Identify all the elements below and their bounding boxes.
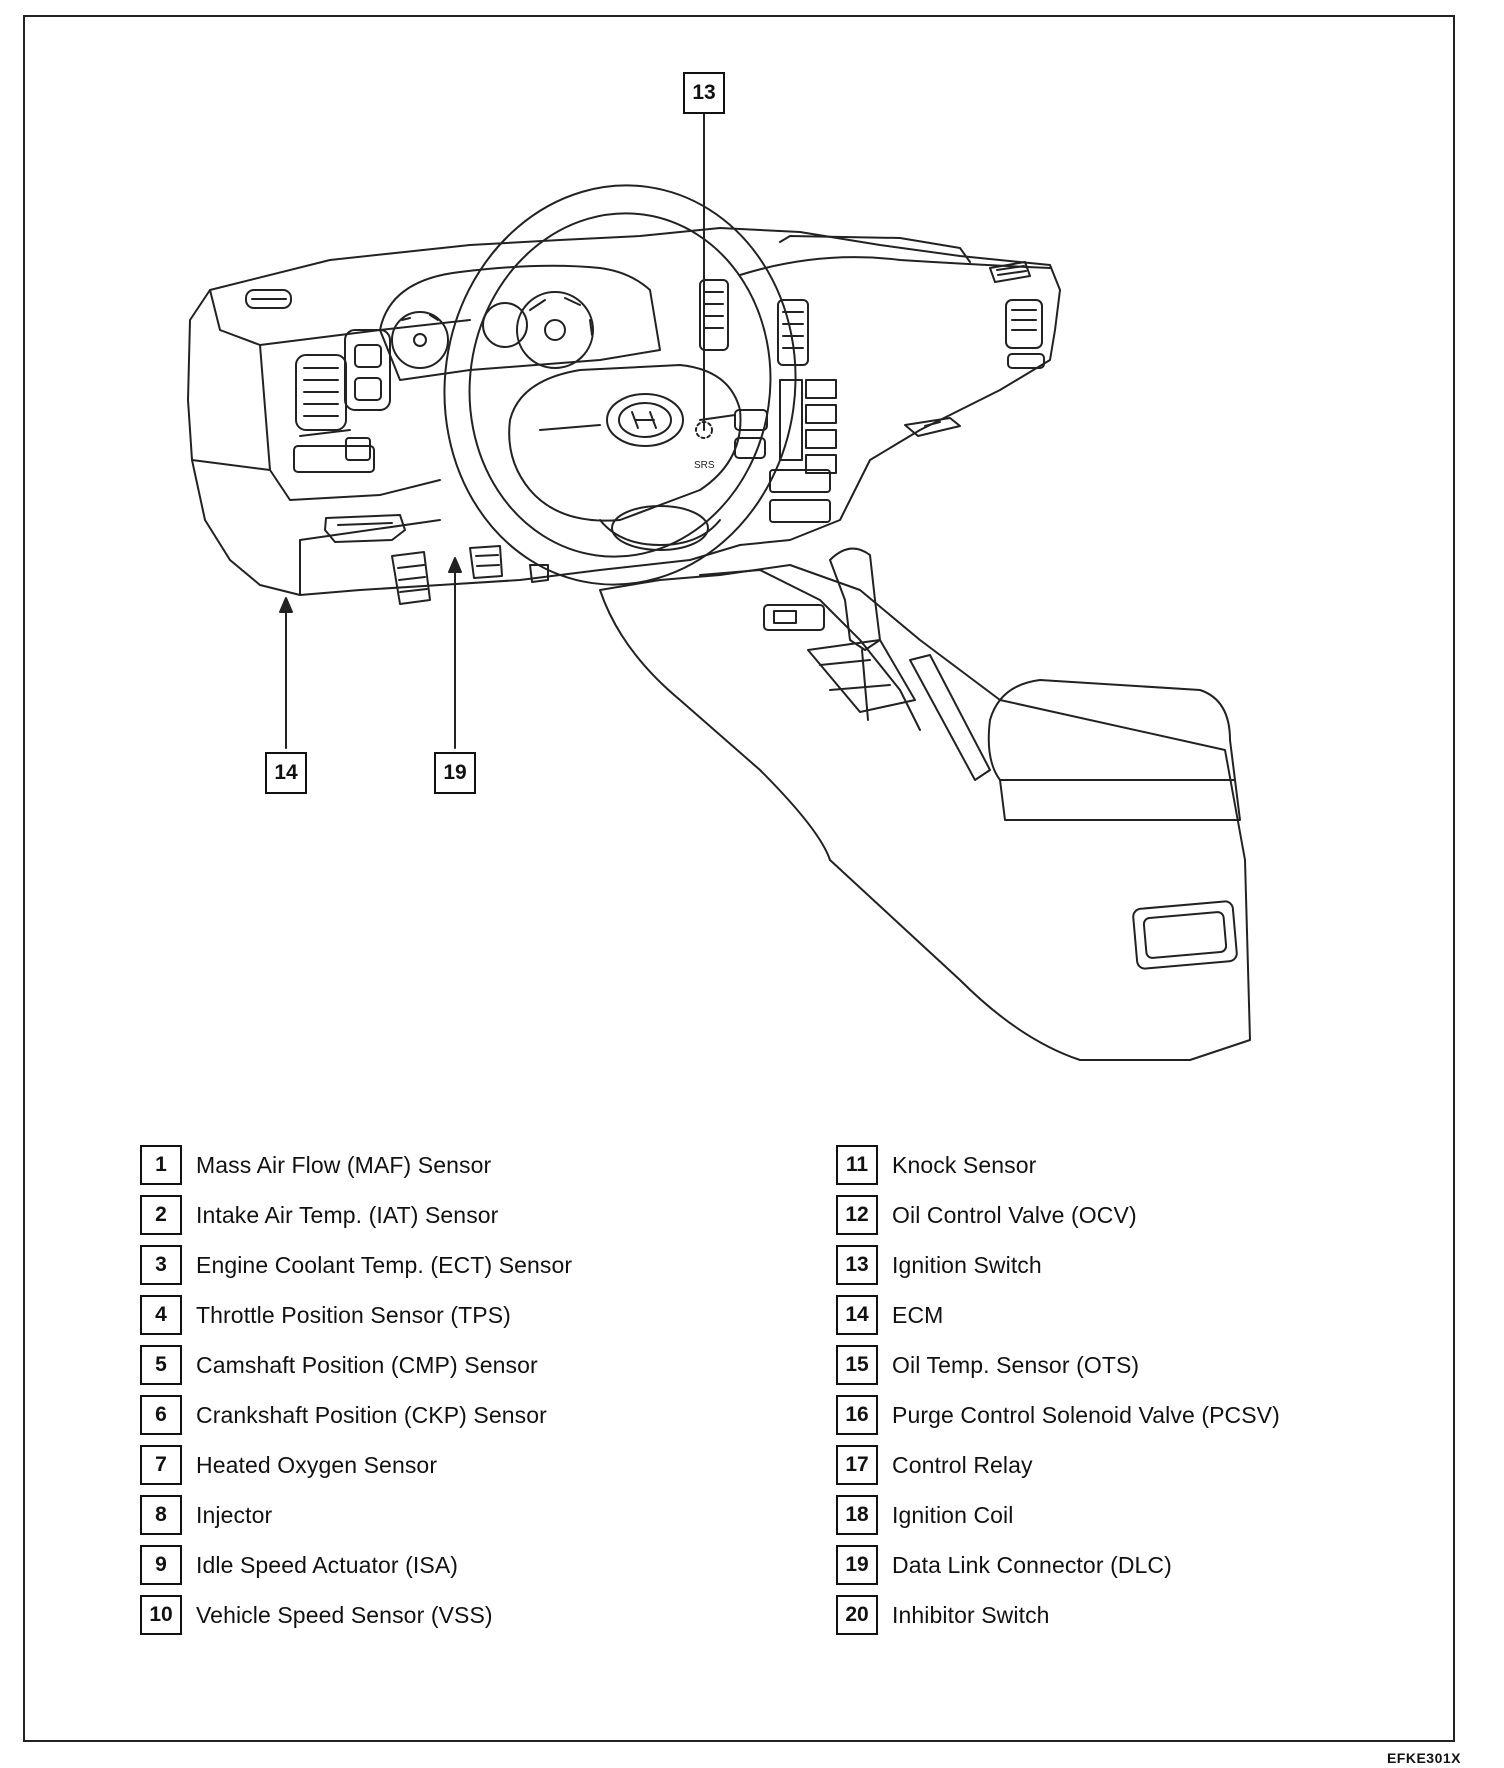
callout-19: 19 <box>434 752 476 794</box>
speedometer <box>516 291 594 369</box>
callout-13: 13 <box>683 72 725 114</box>
airbag-text: SRS <box>694 460 715 471</box>
dashboard-body <box>187 227 1061 596</box>
tachometer <box>391 311 449 369</box>
gear-shifter <box>829 547 881 651</box>
steering-wheel-hub <box>508 364 742 522</box>
steering-wheel-rim <box>443 184 797 586</box>
armrest <box>987 679 1236 781</box>
figure-code: EFKE301X <box>1386 1750 1461 1766</box>
handbrake <box>909 654 991 781</box>
pedal-accelerator <box>469 545 503 579</box>
center-console <box>599 564 1251 1061</box>
right-vent <box>1005 299 1043 349</box>
diagram-frame <box>23 15 1455 1742</box>
hyundai-logo <box>606 393 684 447</box>
console-pocket <box>1132 900 1238 970</box>
center-vent-left <box>699 279 729 351</box>
callout-14: 14 <box>265 752 307 794</box>
top-vent-left <box>245 289 292 309</box>
pedal-brake <box>391 551 431 605</box>
center-vent-right <box>777 299 809 366</box>
glove-box-handle <box>904 417 961 437</box>
